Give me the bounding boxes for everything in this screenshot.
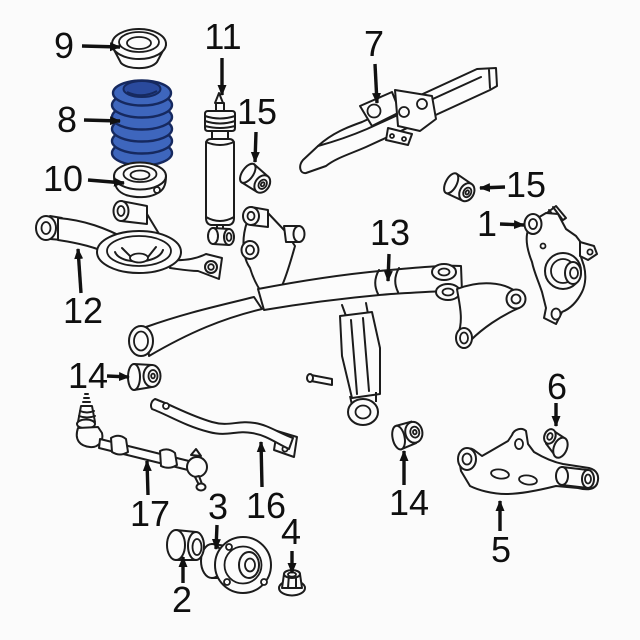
part-15-bushing-right xyxy=(443,172,476,203)
callout-11-label: 11 xyxy=(204,16,242,57)
part-14-bushing-left xyxy=(127,363,162,391)
part-17-toe-link xyxy=(75,393,208,492)
callout-13-arrow xyxy=(383,253,393,282)
callout-arrows xyxy=(74,42,561,583)
part-4-flange-nut xyxy=(278,569,306,597)
callout-3-label: 3 xyxy=(207,486,229,527)
callout-14-center-label: 14 xyxy=(388,482,430,523)
callout-5-label: 5 xyxy=(490,529,512,570)
part-12-lower-control-arm xyxy=(35,200,223,280)
callout-10-arrow xyxy=(87,177,125,187)
callout-8-arrow xyxy=(83,116,121,126)
part-8-coil-spring xyxy=(110,79,174,167)
callout-14-left-label: 14 xyxy=(67,355,109,396)
part-1-wheel-knuckle xyxy=(523,205,598,325)
callout-17-arrow xyxy=(142,460,152,496)
part-13-subframe-crossmember xyxy=(128,206,527,426)
part-10-lower-spring-insulator xyxy=(113,161,167,199)
callout-1-arrow xyxy=(499,220,525,230)
callout-2-label: 2 xyxy=(171,579,193,620)
part-11-shock-absorber xyxy=(204,92,236,246)
part-9-upper-spring-seat xyxy=(111,28,167,70)
callout-9-label: 9 xyxy=(53,25,75,66)
callout-16-label: 16 xyxy=(245,485,287,526)
part-2-bushing xyxy=(166,529,205,561)
callout-15-left-arrow xyxy=(250,131,260,163)
callout-4-label: 4 xyxy=(280,511,302,552)
callout-1-label: 1 xyxy=(476,203,498,244)
callout-10-label: 10 xyxy=(42,158,84,199)
part-6-bushing xyxy=(543,428,569,459)
callout-13-label: 13 xyxy=(369,212,411,253)
part-7-frame-bracket xyxy=(299,67,498,175)
callout-15-right-arrow xyxy=(479,183,506,193)
callout-6-label: 6 xyxy=(546,366,568,407)
callout-9-arrow xyxy=(81,42,121,52)
callout-15-right-label: 15 xyxy=(505,164,547,205)
callout-17-label: 17 xyxy=(129,493,171,534)
callout-7-arrow xyxy=(371,63,381,104)
callout-15-left-label: 15 xyxy=(236,91,278,132)
part-14-bushing-center xyxy=(391,420,424,451)
callout-16-arrow xyxy=(256,441,266,488)
callout-8-label: 8 xyxy=(56,99,78,140)
callout-12-label: 12 xyxy=(62,290,104,331)
part-5-upper-control-arm xyxy=(457,427,600,495)
callout-12-arrow xyxy=(74,248,84,294)
part-15-bushing-upper-left xyxy=(239,162,272,194)
callout-7-label: 7 xyxy=(363,23,385,64)
callout-3-arrow xyxy=(211,524,221,550)
part-3-wheel-hub xyxy=(200,536,272,594)
callout-14-left-arrow xyxy=(106,372,130,382)
part-16-stabilizer-bar xyxy=(150,398,298,458)
